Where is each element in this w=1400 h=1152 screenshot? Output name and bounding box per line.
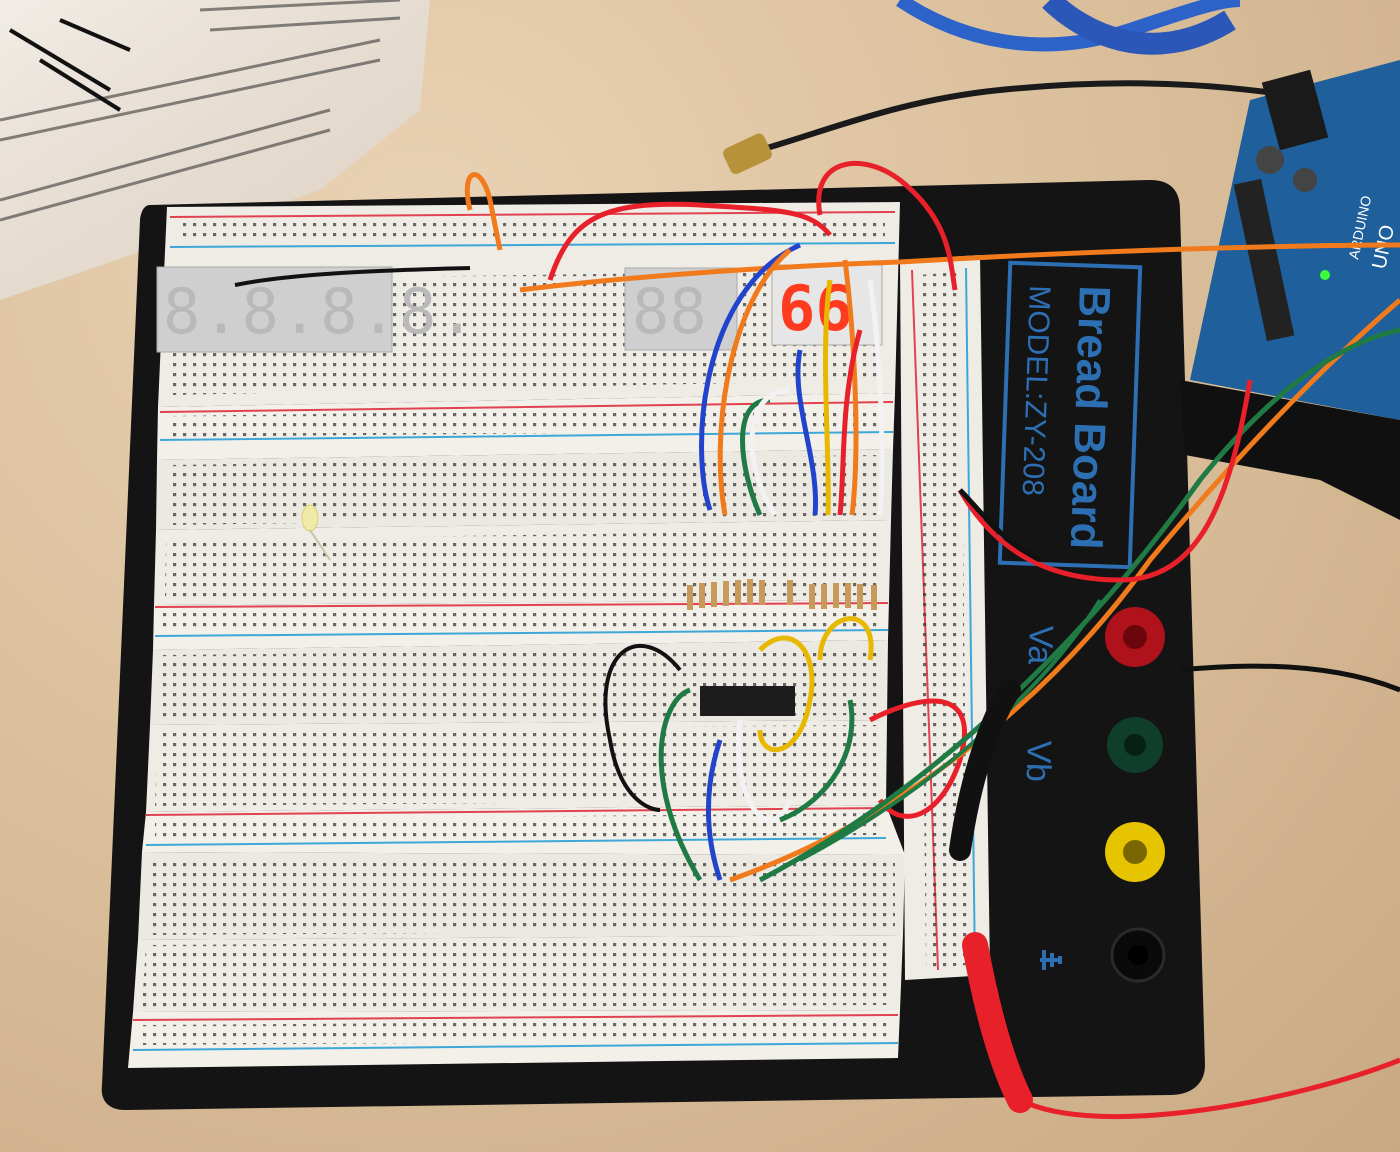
binding-post-black <box>1110 927 1166 983</box>
display-lit-digits: 66 <box>778 272 853 345</box>
brand-text: Bread Board <box>1061 285 1119 551</box>
terminal-label-vb: Vb <box>1019 740 1058 783</box>
display-left-digits: 8.8.8.8. <box>163 275 478 348</box>
binding-post-red <box>1105 607 1165 667</box>
ic-chip <box>700 686 795 716</box>
display-middle-digits: 88 <box>632 275 707 348</box>
resistor-row <box>687 579 877 610</box>
display-left-module <box>156 266 393 353</box>
ground-symbol-icon <box>1040 950 1062 970</box>
led <box>301 504 319 532</box>
binding-post-yellow <box>1105 822 1165 882</box>
brand-panel: Bread Board MODEL:ZY-208 <box>997 260 1143 570</box>
binding-post-green <box>1107 717 1163 773</box>
model-text: MODEL:ZY-208 <box>1016 285 1056 497</box>
alligator-clip-black <box>949 663 1400 861</box>
alligator-clip-red <box>962 932 1400 1120</box>
